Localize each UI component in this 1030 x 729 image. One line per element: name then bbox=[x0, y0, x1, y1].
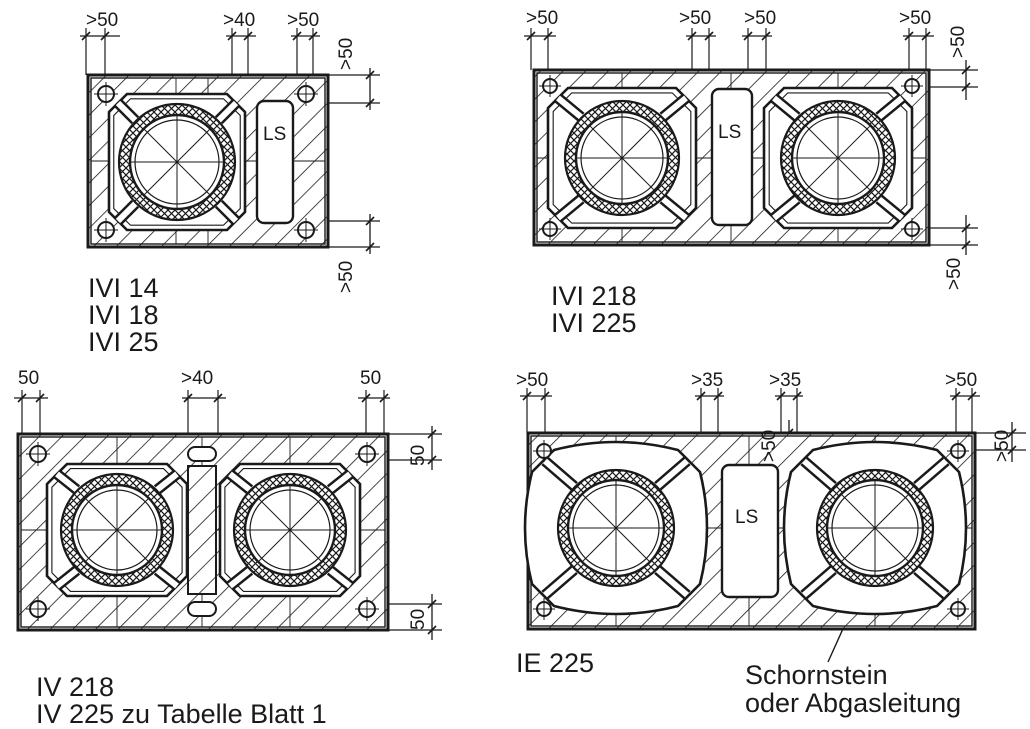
ls-shaft bbox=[710, 87, 754, 227]
bl-dim-top-1: 50 bbox=[18, 368, 39, 389]
tr-caption-1: IVI 218 bbox=[551, 281, 637, 311]
br-dim-top-1: >50 bbox=[516, 370, 548, 391]
block-ie-225 bbox=[523, 431, 977, 631]
anchor-slot bbox=[187, 446, 217, 462]
flue-diagonal bbox=[143, 128, 211, 196]
support-strut-core bbox=[115, 100, 138, 123]
support-strut-core bbox=[55, 567, 79, 589]
support-strut-core bbox=[661, 95, 688, 120]
ls-shaft bbox=[720, 463, 780, 599]
support-strut-core bbox=[914, 567, 948, 598]
support-strut-core bbox=[556, 196, 583, 221]
bl-caption-1: IV 218 bbox=[36, 672, 114, 702]
flue-diagonal bbox=[85, 498, 149, 562]
block-ivi-14 bbox=[86, 73, 330, 249]
block-ivi-218 bbox=[532, 68, 931, 247]
tr-ls-label: LS bbox=[718, 122, 741, 143]
tr-dim-top-1: >50 bbox=[526, 8, 558, 29]
ls-shaft bbox=[255, 99, 295, 225]
support-strut-core bbox=[228, 567, 252, 589]
block-iv-218 bbox=[16, 432, 390, 632]
support-strut-core bbox=[328, 471, 352, 493]
support-strut-core bbox=[543, 567, 577, 598]
tl-caption-3: IVI 25 bbox=[88, 327, 159, 357]
tl-dim-side-top: >50 bbox=[336, 38, 357, 70]
support-strut-core bbox=[155, 471, 179, 493]
support-strut-core bbox=[802, 458, 836, 489]
br-callout-line-2: oder Abgasleitung bbox=[745, 688, 961, 718]
bl-caption-2: IV 225 zu Tabelle Blatt 1 bbox=[36, 699, 327, 729]
block-inner-edge bbox=[20, 436, 386, 628]
flue-diagonal bbox=[258, 498, 322, 562]
br-ls-label: LS bbox=[735, 507, 758, 528]
tl-caption-1: IVI 14 bbox=[88, 273, 159, 303]
support-strut-core bbox=[661, 196, 688, 221]
support-strut-core bbox=[914, 458, 948, 489]
support-strut-core bbox=[556, 95, 583, 120]
bl-dim-top-2: >40 bbox=[181, 368, 213, 389]
support-strut-core bbox=[216, 201, 239, 224]
tl-dim-side-bottom: >50 bbox=[336, 261, 357, 293]
bl-dim-side-top: 50 bbox=[408, 445, 429, 466]
tr-caption-2: IVI 225 bbox=[551, 308, 637, 338]
support-strut-core bbox=[772, 95, 799, 120]
tl-caption-2: IVI 18 bbox=[88, 300, 159, 330]
br-dim-side-top: >50 bbox=[992, 430, 1013, 462]
support-strut-core bbox=[802, 567, 836, 598]
partition-web bbox=[187, 465, 217, 595]
support-strut-core bbox=[772, 196, 799, 221]
flue-diagonal bbox=[841, 494, 909, 562]
tl-dim-top-3: >50 bbox=[287, 10, 319, 31]
bl-dim-top-3: 50 bbox=[360, 368, 381, 389]
tr-dim-side-top: >50 bbox=[948, 26, 969, 58]
block-inner-edge bbox=[536, 72, 927, 243]
support-strut-core bbox=[543, 458, 577, 489]
support-strut-core bbox=[216, 100, 239, 123]
support-strut-core bbox=[155, 567, 179, 589]
flue-diagonal bbox=[589, 125, 655, 191]
br-callout-line-1: Schornstein bbox=[745, 660, 888, 690]
flue-diagonal bbox=[805, 125, 871, 191]
br-dim-inner: >50 bbox=[759, 430, 780, 462]
tl-dim-top-2: >40 bbox=[223, 10, 255, 31]
support-strut-core bbox=[115, 201, 138, 224]
support-strut-core bbox=[55, 471, 79, 493]
br-dim-top-2: >35 bbox=[691, 370, 723, 391]
support-strut-core bbox=[877, 196, 904, 221]
bl-dim-side-bottom: 50 bbox=[408, 609, 429, 630]
support-strut-core bbox=[228, 471, 252, 493]
br-dim-top-3: >35 bbox=[769, 370, 801, 391]
support-strut-core bbox=[655, 567, 689, 598]
tr-dim-top-4: >50 bbox=[899, 8, 931, 29]
support-strut-core bbox=[328, 567, 352, 589]
support-strut-core bbox=[877, 95, 904, 120]
tl-dim-top-1: >50 bbox=[86, 10, 118, 31]
flue-diagonal bbox=[582, 494, 650, 562]
anchor-slot bbox=[187, 601, 217, 617]
tr-dim-side-bottom: >50 bbox=[944, 258, 965, 290]
tr-dim-top-3: >50 bbox=[744, 8, 776, 29]
tl-ls-label: LS bbox=[263, 124, 286, 145]
support-strut-core bbox=[655, 458, 689, 489]
tr-dim-top-2: >50 bbox=[679, 8, 711, 29]
br-caption-1: IE 225 bbox=[516, 648, 594, 678]
br-dim-top-4: >50 bbox=[945, 370, 977, 391]
